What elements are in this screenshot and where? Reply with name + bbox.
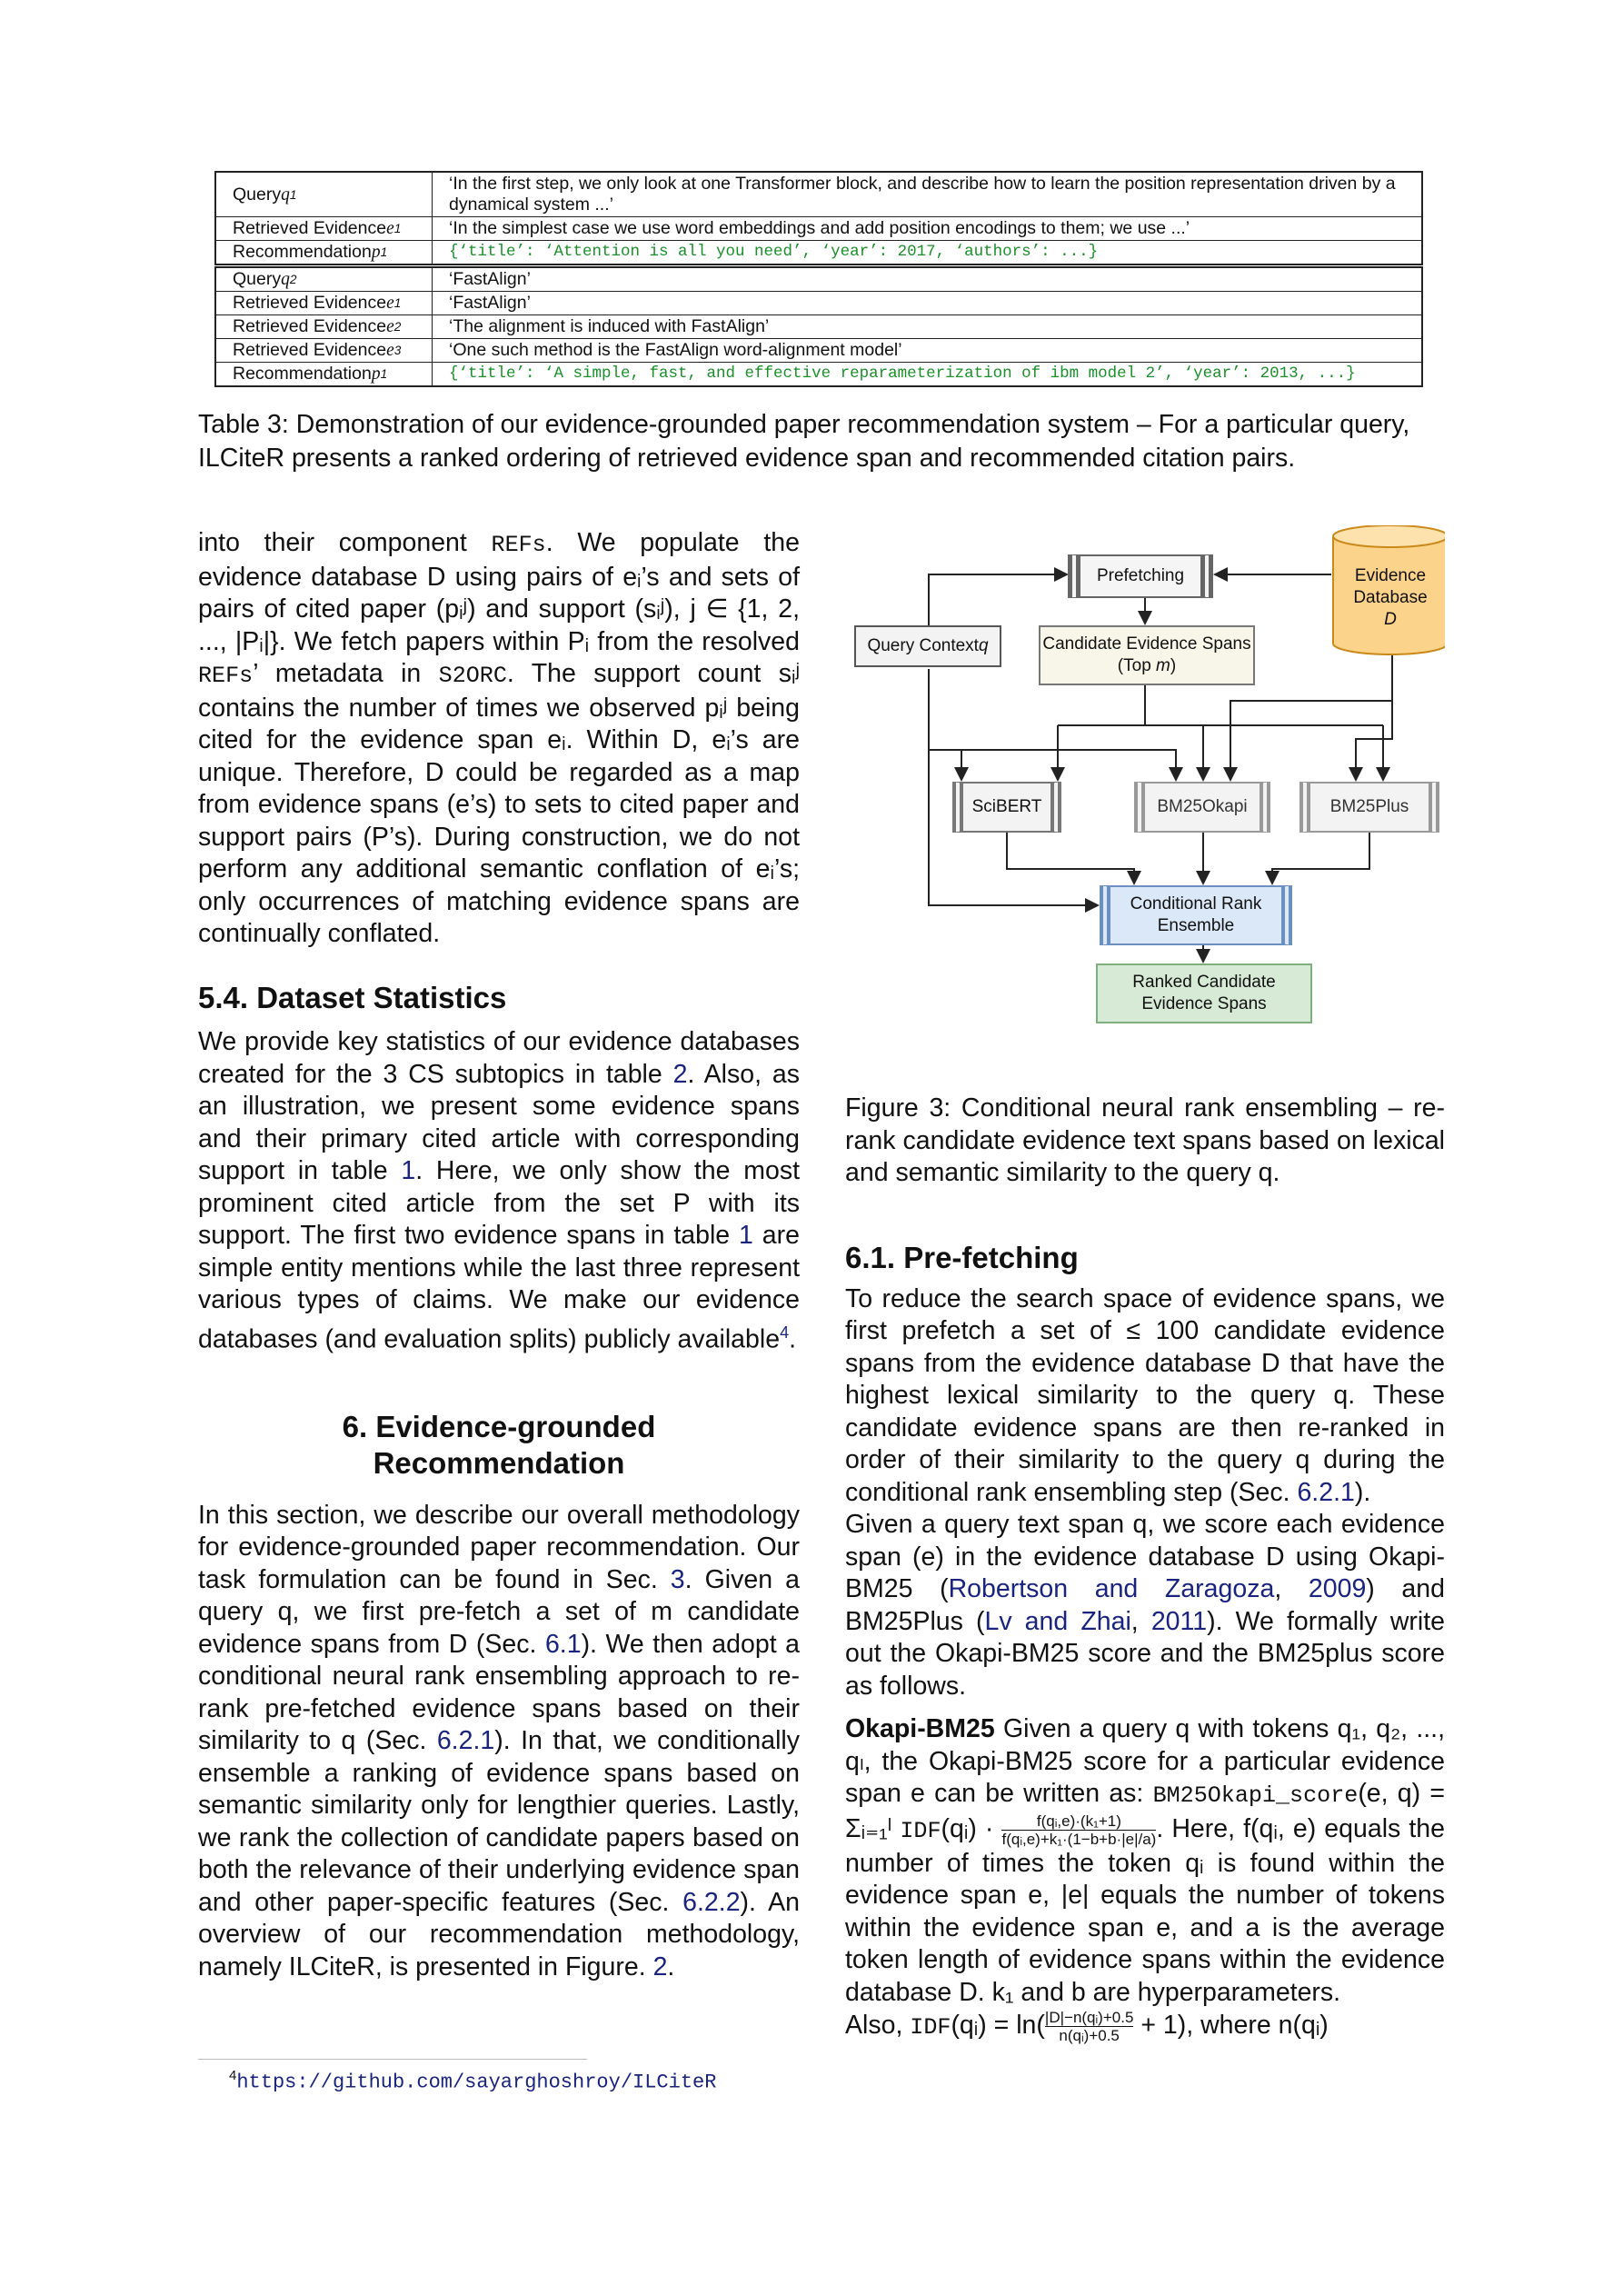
fraction: f(qᵢ,e)·(k₁+1)f(qᵢ,e)+k₁·(1−b+b·|e|/a) bbox=[1001, 1812, 1157, 1848]
citation-year-link[interactable]: 2011 bbox=[1150, 1606, 1208, 1636]
table-caption: Table 3: Demonstration of our evidence-g… bbox=[198, 410, 1410, 473]
table-cell-code: {‘title’: ‘A simple, fast, and effective… bbox=[449, 364, 1356, 383]
figure-caption: Figure 3: Conditional neural rank ensemb… bbox=[845, 1093, 1445, 1187]
table-cell: ‘In the simplest case we use word embedd… bbox=[449, 218, 1190, 238]
table-cell: ‘The alignment is induced with FastAlign… bbox=[449, 316, 770, 336]
database-cylinder bbox=[1332, 525, 1445, 655]
paragraph: In this section, we describe our overall… bbox=[198, 1500, 800, 1982]
citation-year-link[interactable]: 2009 bbox=[1308, 1574, 1367, 1603]
citation-link[interactable]: Lv and Zhai bbox=[984, 1606, 1131, 1636]
section-ref-link[interactable]: 3 bbox=[670, 1564, 685, 1594]
section-heading-5-4: 5.4. Dataset Statistics bbox=[198, 980, 507, 1014]
bm25plus-box: BM25Plus bbox=[1299, 782, 1439, 833]
footnote: 4https://github.com/sayarghoshroy/ILCite… bbox=[229, 2068, 717, 2094]
evidence-database-label: Evidence Database D bbox=[1353, 566, 1428, 629]
figure-ref-link[interactable]: 2 bbox=[652, 1952, 668, 1982]
ranked-candidate-evidence-spans-box: Ranked Candidate Evidence Spans bbox=[1096, 963, 1312, 1023]
section-ref-link[interactable]: 6.2.2 bbox=[682, 1887, 741, 1917]
diagram-arrows bbox=[928, 525, 1445, 963]
section-heading-6: 6. Evidence-grounded Recommendation bbox=[342, 1409, 656, 1480]
left-column: into their component REFs. We populate t… bbox=[198, 527, 800, 1983]
table-cell: ‘FastAlign’ bbox=[449, 269, 531, 289]
citation-link[interactable]: Robertson and Zaragoza bbox=[948, 1574, 1275, 1603]
paragraph: into their component REFs. We populate t… bbox=[198, 528, 801, 948]
candidate-evidence-spans-box: Candidate Evidence Spans (Top m) bbox=[1039, 625, 1255, 685]
section-ref-link[interactable]: 6.1 bbox=[544, 1629, 582, 1659]
table-cell-code: {‘title’: ‘Attention is all you need’, ‘… bbox=[449, 243, 1099, 261]
table-cell: ‘One such method is the FastAlign word-a… bbox=[449, 340, 902, 360]
table-ref-link[interactable]: 2 bbox=[672, 1059, 688, 1089]
query-context-box: Query Context q bbox=[854, 625, 1001, 667]
conditional-rank-ensemble-box: Conditional Rank Ensemble bbox=[1100, 885, 1292, 945]
paragraph: We provide key statistics of our evidenc… bbox=[198, 1027, 800, 1353]
section-ref-link[interactable]: 6.2.1 bbox=[436, 1726, 495, 1755]
footnote-divider bbox=[198, 2059, 587, 2060]
footnote-url-link[interactable]: https://github.com/sayarghoshroy/ILCiteR bbox=[236, 2071, 717, 2094]
table-cell: ‘FastAlign’ bbox=[449, 293, 531, 313]
scibert-box: SciBERT bbox=[952, 782, 1061, 833]
section-heading-6-1: 6.1. Pre-fetching bbox=[845, 1241, 1079, 1274]
bm25okapi-box: BM25Okapi bbox=[1134, 782, 1270, 833]
paragraph: To reduce the search space of evidence s… bbox=[845, 1283, 1445, 1507]
table-cell: ‘In the first step, we only look at one … bbox=[449, 174, 1396, 215]
paragraph: Okapi-BM25 Given a query q with tokens q… bbox=[845, 1714, 1445, 2007]
paragraph: Given a query text span q, we score each… bbox=[845, 1510, 1445, 1701]
footnote-mark[interactable]: 4 bbox=[780, 1323, 790, 1342]
table-ref-link[interactable]: 1 bbox=[739, 1221, 753, 1250]
right-column: 6.1. Pre-fetching To reduce the search s… bbox=[845, 1242, 1445, 2044]
table-ref-link[interactable]: 1 bbox=[401, 1156, 416, 1185]
section-ref-link[interactable]: 6.2.1 bbox=[1297, 1477, 1355, 1507]
prefetching-box: Prefetching bbox=[1068, 554, 1213, 598]
figure-3-diagram: Evidence Database D Prefetching Query Co… bbox=[845, 525, 1445, 1034]
